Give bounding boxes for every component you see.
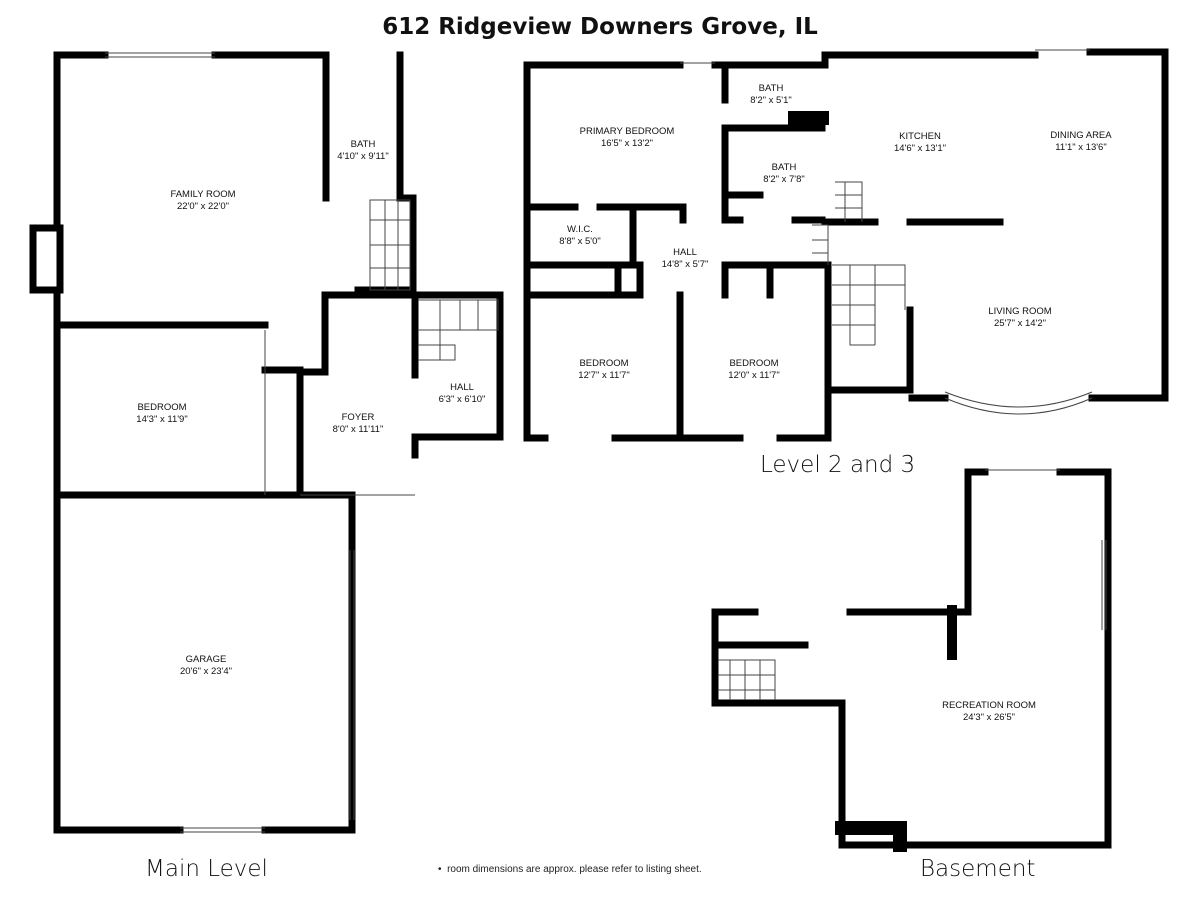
room-size: 20'6" x 23'4" [179, 666, 233, 677]
door-opening [264, 330, 415, 496]
room-size: 12'0" x 11'7" [728, 370, 780, 381]
stairs-main [369, 199, 411, 291]
room-size: 11'1" x 13'6" [1055, 142, 1107, 153]
bay-window [944, 391, 1093, 415]
wall [835, 821, 907, 852]
wall [676, 218, 1004, 442]
room-name: BEDROOM [729, 358, 779, 369]
wall [53, 291, 419, 499]
window [105, 52, 265, 833]
room-name: W.I.C. [567, 224, 593, 235]
room-size: 24'3" x 26'5" [962, 712, 1016, 723]
room-name: RECREATION ROOM [942, 700, 1036, 711]
room-size: 16'5" x 13'2" [600, 138, 654, 149]
wall [53, 51, 356, 834]
room-name: GARAGE [185, 654, 227, 665]
wall [523, 48, 1169, 442]
room-size: 25'7" x 14'2" [993, 318, 1047, 329]
wall [29, 224, 64, 294]
wall [411, 291, 504, 459]
note-text: room dimensions are approx. please refer… [447, 864, 702, 875]
wall [523, 61, 826, 224]
room-size: 12'7" x 11'7" [578, 370, 630, 381]
room-size: 6'3" x 6'10" [438, 394, 486, 405]
garage-door [349, 550, 355, 820]
room-size: 8'2" x 7'8" [763, 174, 805, 185]
room-name: PRIMARY BEDROOM [579, 126, 675, 137]
room-wic: W.I.C.8'8" x 5'0" [559, 224, 601, 248]
room-name: HALL [450, 382, 474, 393]
room-name: KITCHEN [899, 131, 941, 142]
room-name: HALL [673, 247, 697, 258]
room-name: FOYER [341, 412, 375, 423]
stairs-living [832, 264, 906, 346]
level-label-basement: Basement [920, 856, 1036, 882]
level-label-main: Main Level [145, 856, 268, 882]
room-name: DINING AREA [1050, 130, 1112, 141]
walls [29, 48, 1169, 852]
bullet-icon: • [438, 864, 448, 875]
room-size: 8'2" x 5'1" [750, 95, 792, 106]
room-name: FAMILY ROOM [170, 189, 236, 200]
stairs-main-2 [418, 299, 499, 361]
room-name: BEDROOM [137, 402, 187, 413]
wall [826, 306, 914, 394]
room-size: 14'8" x 5'7" [661, 259, 709, 270]
plan-title: 612 Ridgeview Downers Grove, IL [382, 14, 818, 40]
room-name: LIVING ROOM [988, 306, 1052, 317]
stairs-upper [812, 181, 863, 265]
room-size: 14'6" x 13'1" [893, 143, 947, 154]
room-name: BATH [758, 83, 784, 94]
dimensions-note: • room dimensions are approx. please ref… [438, 864, 702, 875]
room-size: 4'10" x 9'11" [337, 151, 389, 162]
room-size: 8'8" x 5'0" [559, 236, 601, 247]
wall [711, 468, 1112, 849]
room-name: BEDROOM [579, 358, 629, 369]
level-label-upper: Level 2 and 3 [760, 452, 916, 478]
room-size: 22'0" x 22'0" [176, 201, 230, 212]
room-name: BATH [771, 162, 797, 173]
wall [53, 51, 417, 294]
room-size: 14'3" x 11'9" [136, 414, 188, 425]
room-name: BATH [350, 139, 376, 150]
window [680, 49, 1107, 630]
stairs-basement [718, 659, 776, 700]
room-size: 8'0" x 11'11" [332, 424, 384, 435]
wall [523, 203, 644, 299]
thin-lines [105, 49, 1107, 833]
